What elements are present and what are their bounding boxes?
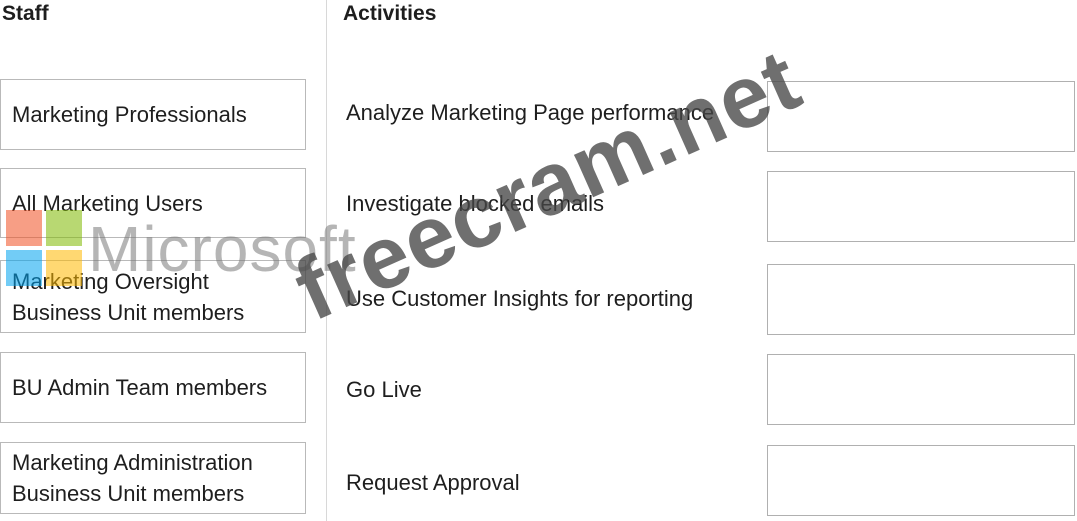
activity-label: Analyze Marketing Page performance bbox=[346, 100, 715, 125]
staff-option-label: BU Admin Team members bbox=[12, 375, 268, 400]
staff-option-marketing-oversight-bu[interactable]: Marketing Oversight Business Unit member… bbox=[0, 260, 306, 333]
staff-option-label: Marketing Administration Business Unit m… bbox=[12, 450, 253, 506]
activity-label: Request Approval bbox=[346, 470, 520, 495]
answer-drop-target[interactable] bbox=[767, 264, 1075, 335]
staff-option-label: Marketing Oversight Business Unit member… bbox=[12, 268, 245, 325]
staff-option-marketing-administration-bu[interactable]: Marketing Administration Business Unit m… bbox=[0, 442, 306, 514]
answer-drop-target[interactable] bbox=[767, 354, 1075, 425]
activities-heading: Activities bbox=[343, 2, 437, 25]
staff-option-bu-admin-team[interactable]: BU Admin Team members bbox=[0, 352, 306, 423]
staff-option-label: All Marketing Users bbox=[12, 190, 203, 216]
activity-label: Use Customer Insights for reporting bbox=[346, 286, 694, 311]
answer-drop-target[interactable] bbox=[767, 445, 1075, 516]
answer-drop-target[interactable] bbox=[767, 81, 1075, 152]
answer-drop-target[interactable] bbox=[767, 171, 1075, 242]
staff-option-label: Marketing Professionals bbox=[12, 102, 247, 127]
staff-heading: Staff bbox=[2, 2, 49, 25]
column-divider bbox=[326, 0, 327, 521]
staff-option-all-marketing-users[interactable]: All Marketing Users bbox=[0, 168, 306, 238]
activity-label: Investigate blocked emails bbox=[346, 191, 605, 216]
staff-option-marketing-professionals[interactable]: Marketing Professionals bbox=[0, 79, 306, 150]
activity-label: Go Live bbox=[346, 377, 422, 402]
